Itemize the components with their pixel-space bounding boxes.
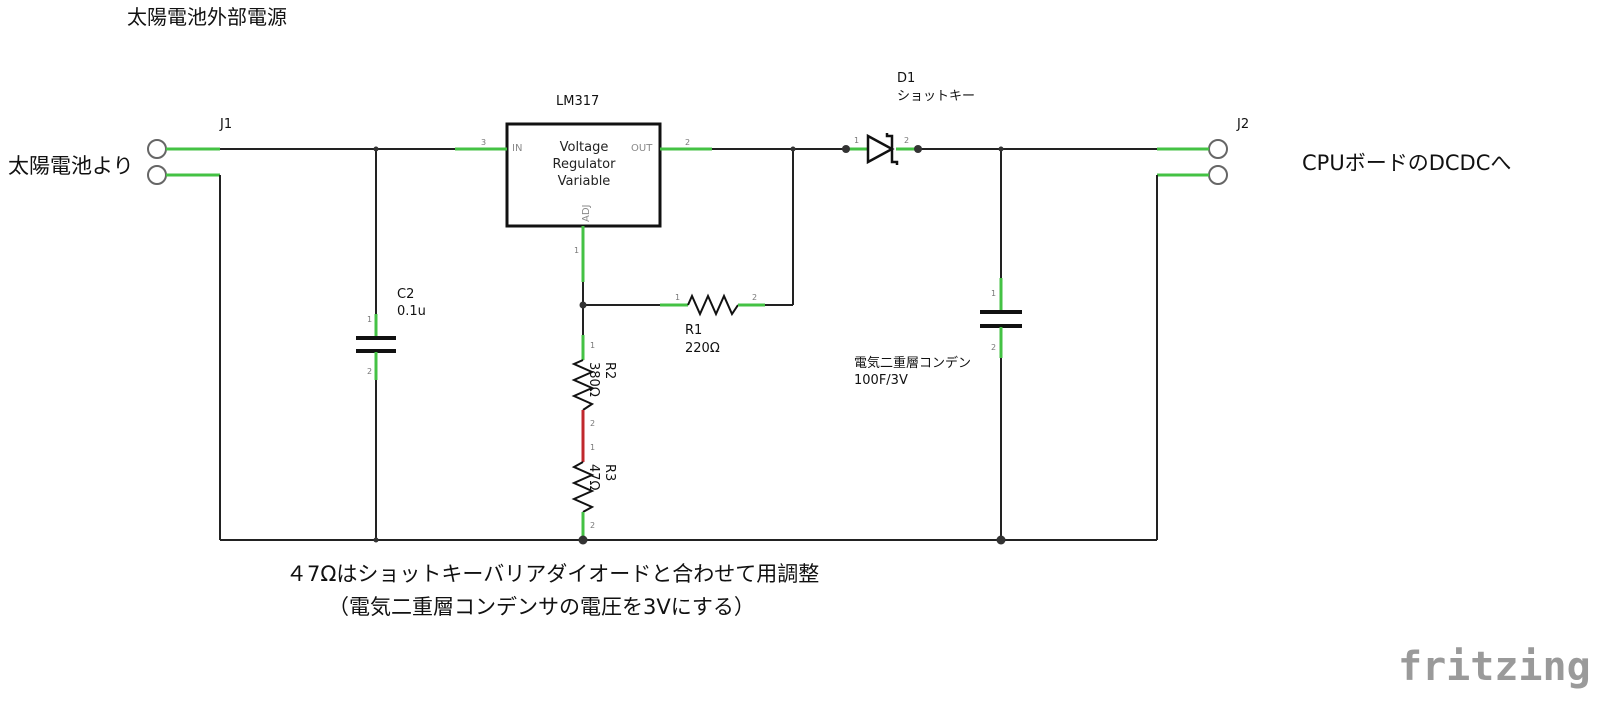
lm317-pin-adj: ADJ [581, 205, 592, 223]
r1-value: 220Ω [685, 341, 720, 356]
c2-ref: C2 [397, 287, 414, 302]
note-line-2: （電気二重層コンデンサの電圧を3Vにする） [328, 595, 755, 619]
c2-pin1-number: 1 [367, 315, 372, 324]
lm317-body-line-3: Variable [558, 174, 611, 189]
lm317-in-pin-number: 3 [481, 138, 486, 147]
capacitor-edlc: 1 2 電気二重層コンデン 100F/3V [854, 278, 1022, 388]
r3-pin2-number: 2 [590, 521, 595, 530]
r2-ref: R2 [602, 362, 617, 379]
lm317-adj-pin-number: 1 [574, 246, 579, 255]
connector-j2: J2 [1157, 117, 1249, 185]
lm317-pin-out: OUT [631, 143, 653, 154]
edlc-pin1-number: 1 [991, 289, 996, 298]
r3-pin1-number: 1 [590, 443, 595, 452]
lm317-body-line-1: Voltage [560, 140, 609, 155]
r2-pin2-number: 2 [590, 419, 595, 428]
j2-terminal-1 [1208, 139, 1228, 159]
regulator-lm317: LM317 3 2 1 IN OUT ADJ Voltage Regulator… [455, 94, 712, 282]
j1-ref: J1 [219, 117, 232, 132]
r1-pin1-number: 1 [675, 293, 680, 302]
d1-pin2-number: 2 [904, 136, 909, 145]
c2-pin2-number: 2 [367, 367, 372, 376]
r1-pin2-number: 2 [752, 293, 757, 302]
resistor-r1: 1 2 R1 220Ω [660, 293, 765, 356]
j2-ref: J2 [1236, 117, 1249, 132]
junction-dots [373, 145, 1006, 545]
r2-value: 380Ω [586, 362, 601, 397]
c2-value: 0.1u [397, 304, 426, 319]
input-label: 太陽電池より [8, 154, 134, 178]
diode-d1: D1 ショットキー 1 2 [846, 71, 975, 165]
note-line-1: ４7Ωはショットキーバリアダイオードと合わせて用調整 [286, 562, 819, 586]
output-label: CPUボードのDCDCへ [1302, 151, 1511, 175]
connector-j1: J1 [147, 117, 232, 185]
j1-terminal-1 [147, 139, 167, 159]
r3-ref: R3 [602, 464, 617, 481]
lm317-body-line-2: Regulator [553, 157, 617, 172]
lm317-ref: LM317 [556, 94, 599, 109]
r3-value: 47Ω [586, 464, 601, 491]
r1-ref: R1 [685, 323, 702, 338]
lm317-body [505, 122, 662, 228]
resistor-r3: 1 2 R3 47Ω [571, 443, 617, 540]
j1-terminal-2 [147, 165, 167, 185]
lm317-out-pin-number: 2 [685, 138, 690, 147]
fritzing-logo: fritzing [1398, 644, 1591, 690]
d1-pin1-number: 1 [854, 136, 859, 145]
resistor-r2: 1 2 R2 380Ω [571, 335, 617, 462]
edlc-value: 100F/3V [854, 373, 908, 388]
d1-ref: D1 [897, 71, 915, 86]
edlc-ref: 電気二重層コンデン [854, 355, 971, 371]
j2-terminal-2 [1208, 165, 1228, 185]
edlc-pin2-number: 2 [991, 343, 996, 352]
d1-value: ショットキー [897, 89, 975, 104]
lm317-pin-in: IN [512, 143, 522, 154]
diagram-title: 太陽電池外部電源 [127, 5, 287, 29]
capacitor-c2: 1 2 C2 0.1u [356, 287, 426, 380]
r2-pin1-number: 1 [590, 341, 595, 350]
